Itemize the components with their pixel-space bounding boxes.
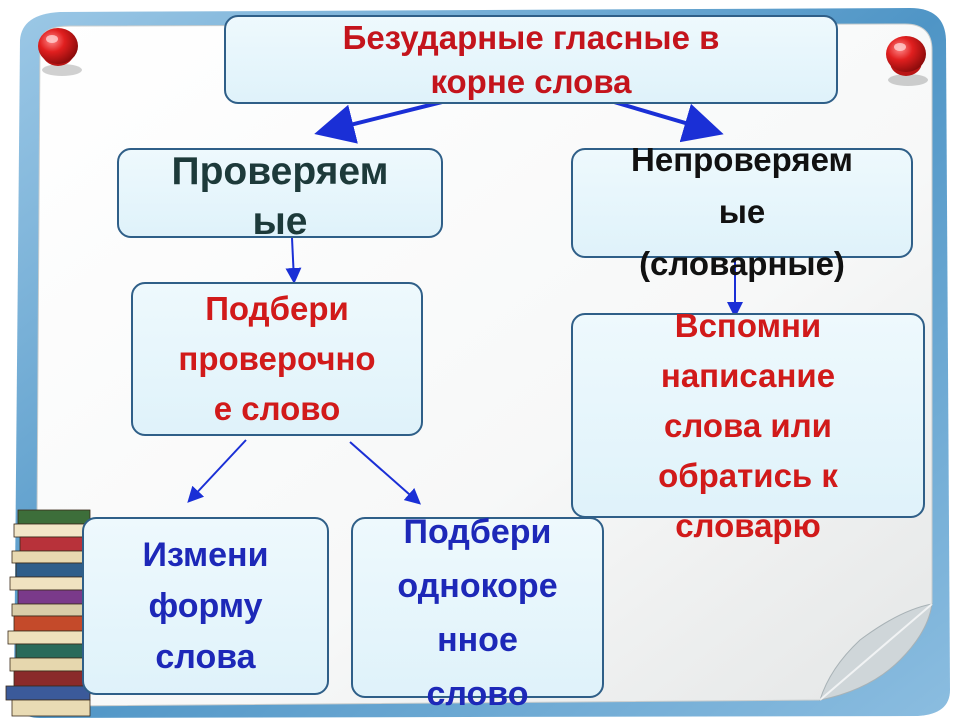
node-pick-same-root-text: Подбери однокоре нное слово xyxy=(397,512,558,713)
node-pick-same-root: Подбери однокоре нное слово xyxy=(351,513,604,713)
push-pin-icon xyxy=(38,28,82,76)
node-uncheckable-text: Непроверяем ые (словарные) xyxy=(631,141,853,282)
node-checkable: Проверяем ые xyxy=(117,148,443,243)
node-uncheckable: Непроверяем ые (словарные) xyxy=(571,141,913,282)
node-checkable-text: Проверяем ые xyxy=(171,150,389,243)
book-stack-icon xyxy=(5,509,91,717)
node-remember-spelling-text: Вспомни написание слова или обратись к с… xyxy=(658,306,838,544)
node-title-text: Безударные гласные в корне слова xyxy=(342,18,720,100)
node-remember-spelling: Вспомни написание слова или обратись к с… xyxy=(571,307,925,544)
node-title: Безударные гласные в корне слова xyxy=(224,15,838,104)
node-pick-check-word-text: Подбери проверочно е слово xyxy=(178,290,376,427)
node-change-form-text: Измени форму слова xyxy=(142,535,269,676)
node-pick-check-word: Подбери проверочно е слово xyxy=(131,282,423,436)
node-change-form: Измени форму слова xyxy=(82,517,329,695)
push-pin-icon xyxy=(886,36,928,86)
